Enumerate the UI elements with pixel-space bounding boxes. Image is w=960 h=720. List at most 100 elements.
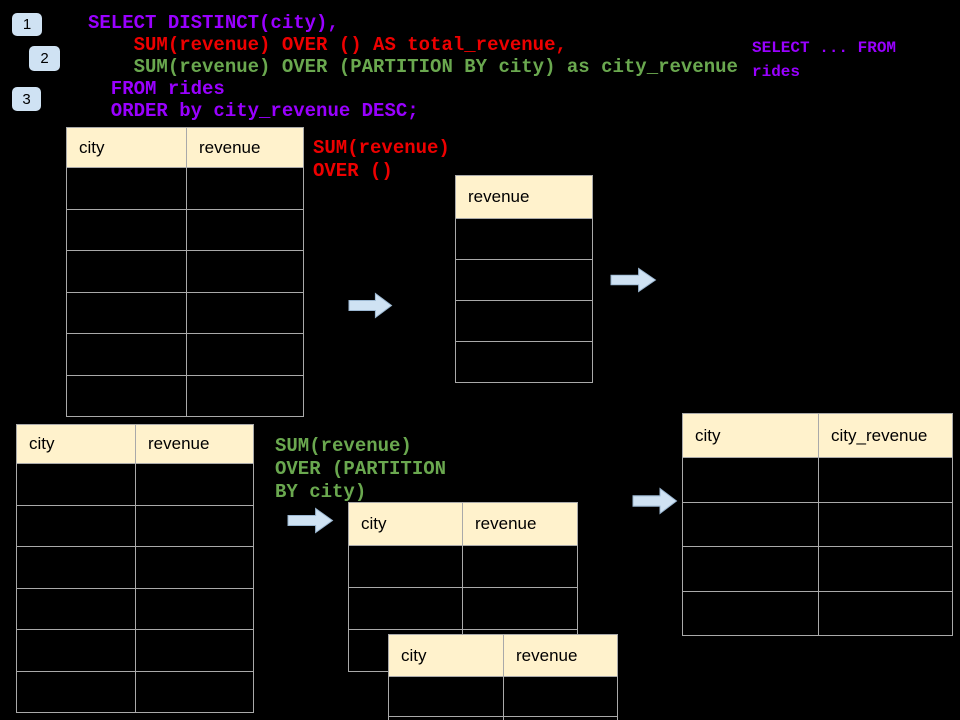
sql-side-note: SELECT ... FROM rides — [752, 36, 896, 84]
arrow-to-revenue-table — [348, 292, 393, 319]
empty-cell — [67, 334, 187, 376]
empty-cell — [389, 677, 504, 717]
code-line: SELECT DISTINCT(city), — [88, 12, 339, 34]
empty-cell — [187, 292, 304, 334]
total-revenue-annotation: SUM(revenue)OVER () — [313, 137, 450, 183]
table-row — [17, 547, 254, 589]
empty-cell — [187, 375, 304, 417]
table-row — [456, 342, 593, 383]
code-line: SUM(revenue) — [313, 137, 450, 159]
empty-cell — [504, 677, 618, 717]
column-header-city: city — [349, 503, 463, 546]
empty-cell — [17, 671, 136, 713]
table-row — [683, 502, 953, 547]
table-row — [349, 588, 578, 630]
empty-cell — [136, 588, 254, 630]
column-header-revenue: revenue — [187, 128, 304, 168]
code-line: FROM rides — [88, 78, 225, 100]
empty-cell — [819, 591, 953, 636]
column-header-revenue: revenue — [463, 503, 578, 546]
column-header-city: city — [683, 414, 819, 458]
table-row — [389, 717, 618, 720]
step-badge-2: 2 — [29, 46, 60, 71]
arrow-to-result-table — [632, 487, 678, 515]
empty-cell — [17, 547, 136, 589]
empty-cell — [136, 630, 254, 672]
column-header-revenue: revenue — [504, 635, 618, 677]
table-row — [389, 677, 618, 717]
step-badge-1: 1 — [12, 13, 42, 36]
empty-cell — [187, 209, 304, 251]
empty-cell — [187, 168, 304, 210]
column-header-revenue: revenue — [456, 176, 593, 219]
empty-cell — [17, 588, 136, 630]
empty-cell — [819, 547, 953, 592]
code-line: SUM(revenue) — [275, 435, 412, 457]
empty-cell — [136, 547, 254, 589]
arrow-to-partition-table — [287, 507, 334, 534]
table-row — [17, 630, 254, 672]
table-row — [67, 251, 304, 293]
empty-cell — [187, 334, 304, 376]
empty-cell — [17, 464, 136, 506]
empty-cell — [17, 505, 136, 547]
empty-cell — [456, 301, 593, 342]
column-header-city_revenue: city_revenue — [819, 414, 953, 458]
step-badge-3: 3 — [12, 87, 41, 111]
empty-cell — [819, 502, 953, 547]
empty-cell — [349, 546, 463, 588]
empty-cell — [67, 292, 187, 334]
empty-cell — [683, 547, 819, 592]
table-row — [683, 591, 953, 636]
table-header-row: revenue — [456, 176, 593, 219]
table-row — [349, 546, 578, 588]
column-header-city: city — [17, 425, 136, 464]
table-row — [683, 547, 953, 592]
empty-cell — [456, 219, 593, 260]
table-row — [67, 334, 304, 376]
empty-cell — [349, 588, 463, 630]
empty-cell — [463, 546, 578, 588]
table-row — [17, 464, 254, 506]
table-row — [683, 458, 953, 503]
table-row — [67, 375, 304, 417]
empty-cell — [17, 630, 136, 672]
empty-cell — [67, 168, 187, 210]
table-row — [17, 671, 254, 713]
empty-cell — [67, 209, 187, 251]
empty-cell — [136, 464, 254, 506]
table-row — [456, 219, 593, 260]
code-line: SUM(revenue) OVER () AS total_revenue, — [88, 34, 567, 56]
empty-cell — [456, 342, 593, 383]
empty-cell — [504, 717, 618, 720]
empty-cell — [187, 251, 304, 293]
empty-cell — [463, 588, 578, 630]
table-row — [67, 209, 304, 251]
empty-cell — [819, 458, 953, 503]
column-header-revenue: revenue — [136, 425, 254, 464]
code-line: rides — [752, 63, 801, 81]
code-line: SUM(revenue) OVER (PARTITION BY city) as… — [88, 56, 738, 78]
table-row — [17, 588, 254, 630]
empty-cell — [683, 591, 819, 636]
table-revenue-only: revenue — [455, 175, 593, 383]
column-header-city: city — [389, 635, 504, 677]
table-row — [67, 168, 304, 210]
empty-cell — [67, 251, 187, 293]
code-line: SELECT ... FROM — [752, 39, 897, 57]
arrow-from-revenue-table — [610, 267, 657, 293]
table-row — [456, 301, 593, 342]
empty-cell — [389, 717, 504, 720]
empty-cell — [683, 458, 819, 503]
empty-cell — [456, 260, 593, 301]
column-header-city: city — [67, 128, 187, 168]
